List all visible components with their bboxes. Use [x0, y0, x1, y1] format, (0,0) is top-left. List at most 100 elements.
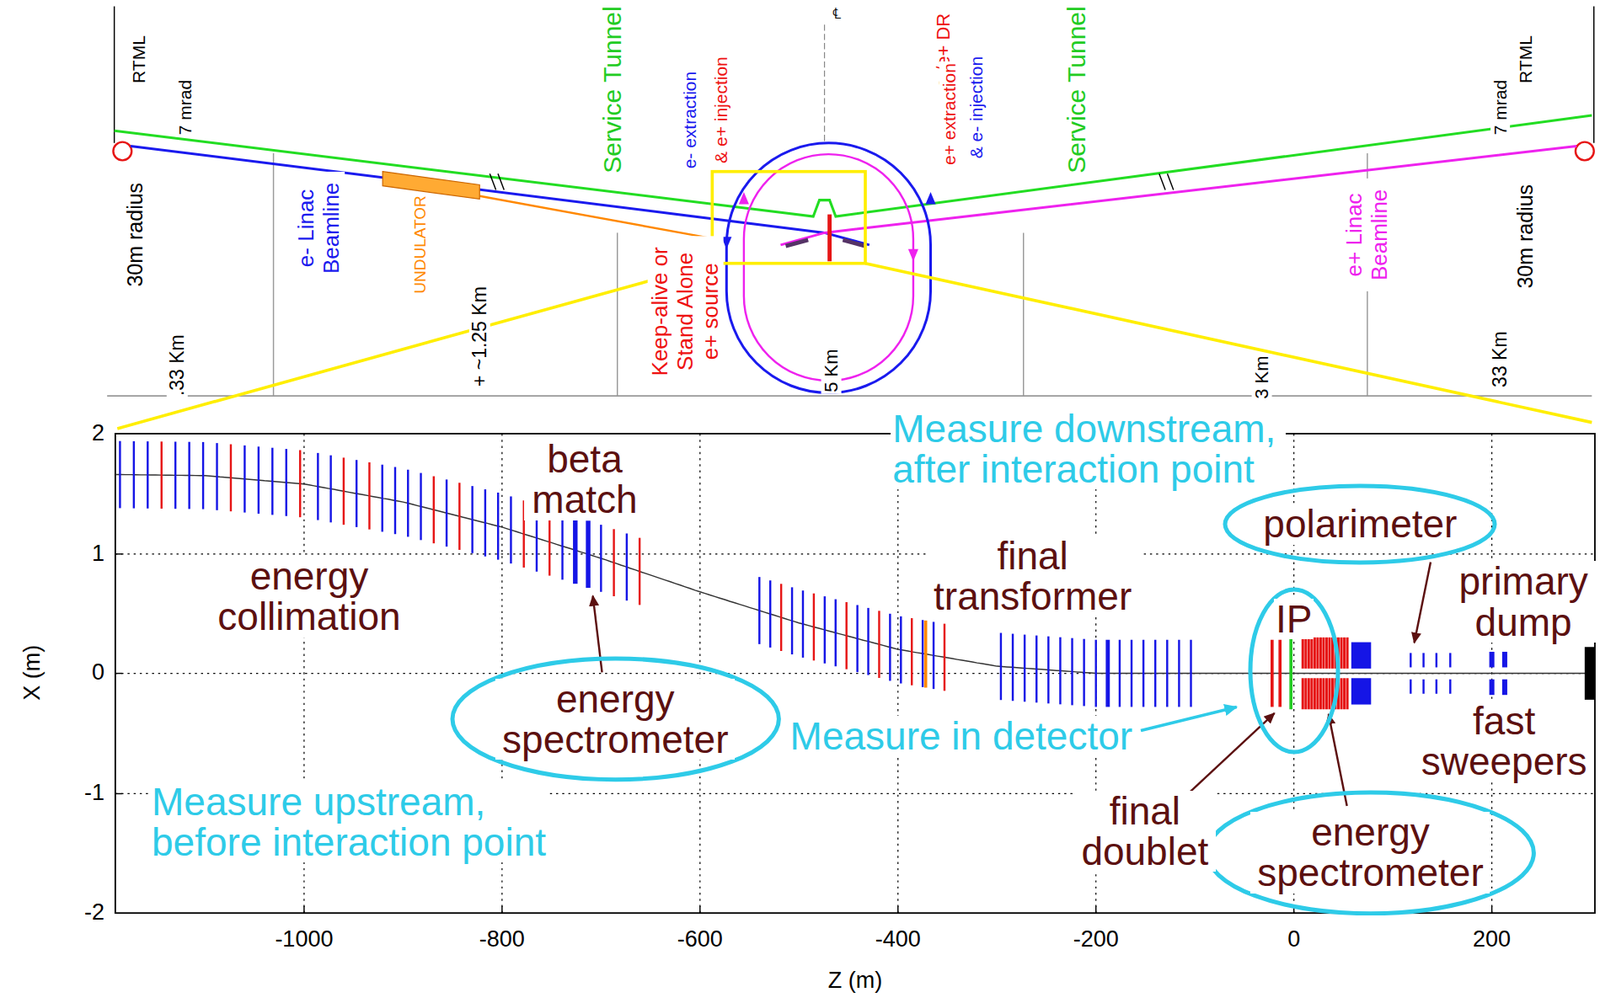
magnet: [1307, 637, 1311, 669]
magnet: [924, 620, 928, 689]
plot-frame: [115, 433, 1595, 914]
magnet: [845, 602, 847, 670]
magnet: [1313, 637, 1317, 669]
section-label: RTML: [128, 33, 149, 86]
accelerator-layout: [780, 145, 1577, 245]
dimension-label: 5 Km: [821, 347, 842, 394]
plot-frame: [115, 433, 1595, 914]
magnet: [1301, 637, 1305, 669]
magnet: [1327, 678, 1331, 710]
magnet: [174, 441, 177, 509]
callout-text: energy spectrometer: [1250, 812, 1490, 894]
beam-orbit: [116, 475, 1591, 675]
magnet: [497, 492, 499, 561]
callout-ellipse: energy spectrometer: [1204, 790, 1536, 917]
magnet: [419, 473, 422, 541]
magnet: [187, 442, 190, 510]
magnet: [1435, 652, 1438, 668]
magnet: [316, 453, 319, 521]
section-label: energy collimation: [206, 556, 413, 638]
ellipse-outline: [1225, 486, 1495, 563]
magnet: [118, 441, 121, 509]
magnet: [1310, 637, 1313, 669]
accelerator-layout: [842, 240, 866, 247]
magnet: [1105, 640, 1110, 708]
magnet: [585, 520, 590, 589]
magnet: [1059, 637, 1061, 706]
magnet: [202, 442, 204, 510]
ellipse-outline: [452, 658, 779, 781]
tick-label: -600: [675, 927, 725, 953]
component-label: UNDULATOR: [412, 193, 430, 295]
accelerator-layout: [616, 232, 618, 396]
transfer-label: e- extraction: [679, 69, 700, 172]
accelerator-layout: [107, 6, 1595, 429]
magnet: [1343, 678, 1346, 710]
section-label: final transformer: [925, 535, 1140, 618]
magnet: [1142, 640, 1145, 708]
magnet: [470, 486, 473, 554]
dimension-label: + ~1.25 Km: [469, 284, 491, 389]
transfer-label: e+ extraction: [939, 61, 959, 167]
magnet: [1301, 678, 1305, 710]
magnet: [1346, 678, 1349, 710]
tick-label: -400: [873, 927, 923, 953]
magnet: [1409, 679, 1412, 695]
accelerator-layout: [865, 263, 1592, 423]
transfer-label: & e+ injection: [710, 54, 730, 166]
magnet: [1435, 679, 1438, 695]
magnet: [133, 441, 135, 509]
magnet: [1289, 637, 1293, 710]
magnet: [1189, 640, 1192, 708]
magnet: [1000, 633, 1002, 702]
magnet: [329, 455, 332, 524]
magnet: [1313, 678, 1317, 710]
leader-lines: [1414, 562, 1431, 644]
dimension-label: 33 Km: [1489, 329, 1511, 389]
plot-frame: [699, 906, 701, 914]
magnet: [834, 599, 837, 668]
magnet: [1422, 652, 1424, 668]
accelerator-layout: [824, 24, 825, 143]
magnet: [509, 496, 512, 564]
magnet: [910, 618, 913, 686]
plot-frame: [897, 433, 899, 914]
magnet: [1321, 637, 1325, 669]
magnet: [1351, 642, 1371, 669]
magnet: [1340, 678, 1344, 710]
magnet: [299, 449, 301, 518]
tick-label: -2: [82, 900, 107, 926]
magnet: [1177, 640, 1180, 708]
magnet: [1343, 637, 1346, 669]
section-label: beta match: [524, 438, 646, 521]
callout-ellipse: polarimeter: [1222, 483, 1498, 566]
accelerator-layout: [786, 240, 809, 247]
magnet: [394, 467, 396, 536]
magnet: [368, 462, 370, 530]
callout-text: IP: [1273, 599, 1314, 640]
section-label: final doublet: [1073, 791, 1216, 873]
tick-label: 0: [1285, 927, 1302, 953]
magnet: [932, 621, 935, 690]
magnet: [406, 470, 409, 538]
magnet: [866, 608, 869, 676]
tunnel-label: Service Tunnel: [1062, 4, 1091, 175]
accelerator-layout: [272, 153, 274, 396]
accelerator-layout: [130, 145, 870, 245]
magnet: [1319, 637, 1322, 669]
beamline-label: e- Linac Beamline: [294, 171, 345, 285]
magnet: [1321, 678, 1325, 710]
tick-label: 200: [1471, 927, 1513, 953]
plot-frame: [115, 553, 1595, 555]
plot-frame: [501, 906, 503, 914]
accelerator-layout: [726, 143, 931, 394]
magnet: [215, 443, 218, 511]
magnet: [257, 446, 260, 514]
magnet: [561, 513, 563, 581]
section-label: fast sweepers: [1416, 701, 1593, 783]
accelerator-layout: [107, 395, 1592, 397]
radius-label: 30m radius: [1514, 182, 1538, 291]
magnet: [1409, 652, 1412, 668]
magnet: [1304, 637, 1307, 669]
magnet: [1327, 637, 1331, 669]
